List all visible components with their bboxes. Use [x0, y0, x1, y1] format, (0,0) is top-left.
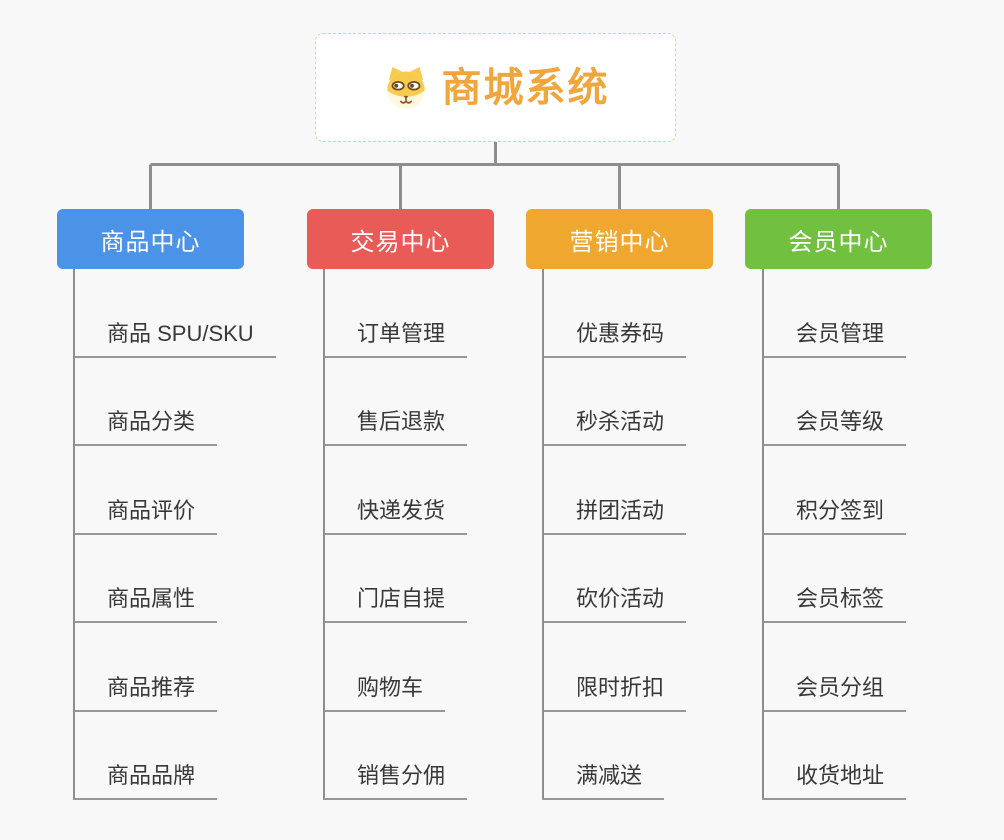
leaf-label: 购物车: [323, 670, 446, 712]
leaf-column-member: 会员管理 会员等级 积分签到 会员标签 会员分组 收货地址: [762, 269, 992, 800]
leaf-label: 积分签到: [762, 493, 907, 535]
leaf-node[interactable]: 砍价活动: [542, 535, 772, 623]
leaf-column-marketing: 优惠券码 秒杀活动 拼团活动 砍价活动 限时折扣 满减送: [542, 269, 772, 800]
leaf-node[interactable]: 商品属性: [73, 535, 303, 623]
leaf-node[interactable]: 会员管理: [762, 269, 992, 358]
root-node-mall-system[interactable]: 商城系统: [315, 33, 676, 142]
leaf-node[interactable]: 商品评价: [73, 446, 303, 535]
leaf-node[interactable]: 积分签到: [762, 446, 992, 535]
leaf-label: 订单管理: [323, 316, 468, 358]
branch-node-product-center[interactable]: 商品中心: [57, 209, 244, 269]
branch-spine-line: [73, 269, 75, 798]
leaf-column-product: 商品 SPU/SKU 商品分类 商品评价 商品属性 商品推荐 商品品牌: [73, 269, 303, 800]
leaf-label: 商品品牌: [73, 758, 218, 800]
leaf-node[interactable]: 快递发货: [323, 446, 553, 535]
branch-label: 商品中心: [100, 228, 201, 256]
leaf-label: 商品评价: [73, 493, 218, 535]
branch-label: 会员中心: [788, 228, 889, 256]
leaf-node[interactable]: 商品分类: [73, 358, 303, 446]
leaf-label: 会员分组: [762, 670, 907, 712]
branch-node-marketing-center[interactable]: 营销中心: [526, 209, 713, 269]
leaf-label: 满减送: [542, 758, 665, 800]
branch-spine-line: [323, 269, 325, 798]
leaf-label: 门店自提: [323, 581, 468, 623]
leaf-label: 限时折扣: [542, 670, 687, 712]
leaf-label: 砍价活动: [542, 581, 687, 623]
leaf-node[interactable]: 商品品牌: [73, 712, 303, 800]
leaf-column-trade: 订单管理 售后退款 快递发货 门店自提 购物车 销售分佣: [323, 269, 553, 800]
leaf-node[interactable]: 收货地址: [762, 712, 992, 800]
root-title: 商城系统: [441, 65, 610, 110]
leaf-label: 会员管理: [762, 316, 907, 358]
leaf-node[interactable]: 拼团活动: [542, 446, 772, 535]
branch-label: 交易中心: [350, 228, 451, 256]
leaf-node[interactable]: 商品推荐: [73, 623, 303, 712]
leaf-node[interactable]: 商品 SPU/SKU: [73, 269, 303, 358]
leaf-node[interactable]: 满减送: [542, 712, 772, 800]
leaf-label: 会员等级: [762, 404, 907, 446]
leaf-node[interactable]: 购物车: [323, 623, 553, 712]
leaf-node[interactable]: 门店自提: [323, 535, 553, 623]
leaf-label: 商品推荐: [73, 670, 218, 712]
dog-face-icon: [382, 64, 430, 112]
branch-label: 营销中心: [569, 228, 670, 256]
leaf-node[interactable]: 售后退款: [323, 358, 553, 446]
branch-spine-line: [542, 269, 544, 798]
leaf-label: 会员标签: [762, 581, 907, 623]
leaf-label: 秒杀活动: [542, 404, 687, 446]
leaf-node[interactable]: 秒杀活动: [542, 358, 772, 446]
leaf-node[interactable]: 销售分佣: [323, 712, 553, 800]
leaf-label: 拼团活动: [542, 493, 687, 535]
leaf-node[interactable]: 会员分组: [762, 623, 992, 712]
leaf-label: 快递发货: [323, 493, 468, 535]
leaf-label: 销售分佣: [323, 758, 468, 800]
branch-node-trade-center[interactable]: 交易中心: [307, 209, 494, 269]
leaf-node[interactable]: 会员标签: [762, 535, 992, 623]
leaf-label: 商品分类: [73, 404, 218, 446]
branch-node-member-center[interactable]: 会员中心: [745, 209, 932, 269]
leaf-node[interactable]: 会员等级: [762, 358, 992, 446]
leaf-label: 商品属性: [73, 581, 218, 623]
leaf-label: 优惠券码: [542, 316, 687, 358]
leaf-node[interactable]: 订单管理: [323, 269, 553, 358]
leaf-label: 收货地址: [762, 758, 907, 800]
leaf-label: 售后退款: [323, 404, 468, 446]
leaf-node[interactable]: 优惠券码: [542, 269, 772, 358]
leaf-label: 商品 SPU/SKU: [73, 316, 276, 358]
leaf-node[interactable]: 限时折扣: [542, 623, 772, 712]
branch-spine-line: [762, 269, 764, 798]
